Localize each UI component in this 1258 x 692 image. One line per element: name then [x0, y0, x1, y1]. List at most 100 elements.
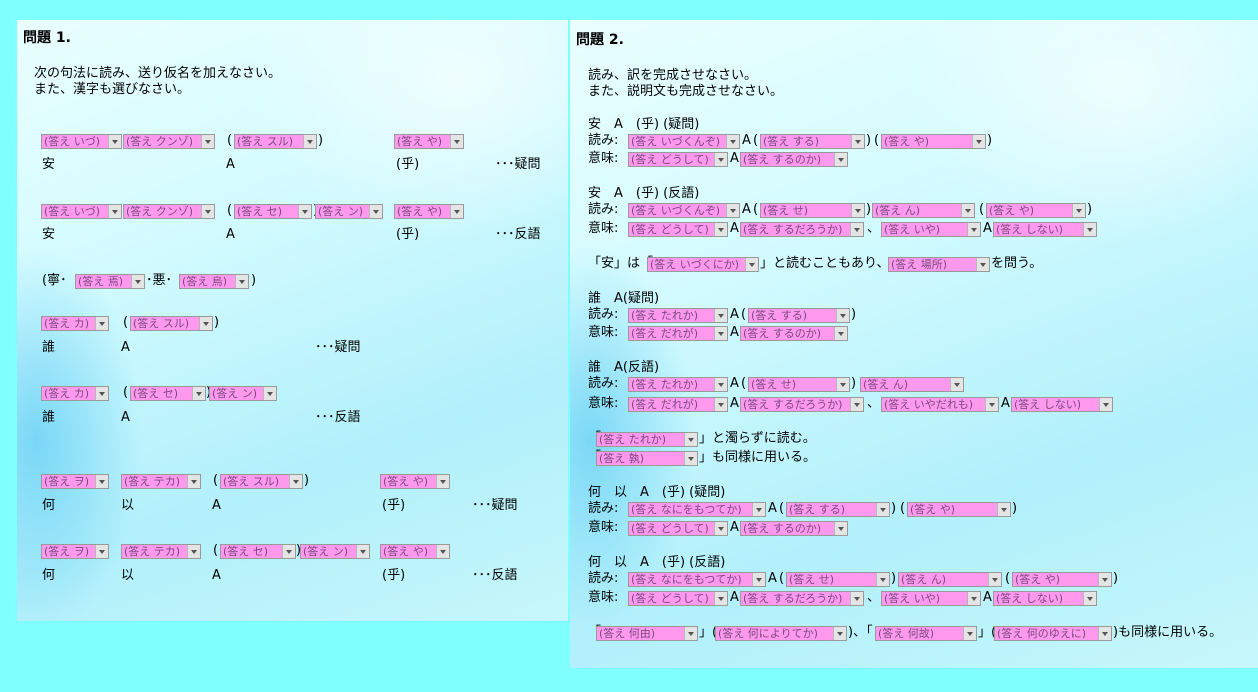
chevron-down-icon[interactable]: [876, 573, 889, 586]
answer-dropdown[interactable]: (答え や): [907, 502, 1011, 517]
chevron-down-icon[interactable]: [356, 545, 369, 558]
chevron-down-icon[interactable]: [985, 398, 998, 411]
answer-dropdown[interactable]: (答え ん): [898, 572, 1002, 587]
chevron-down-icon[interactable]: [201, 205, 214, 218]
reading-dropdown[interactable]: (答え カ): [41, 316, 109, 331]
reading-dropdown[interactable]: (答え ン): [209, 386, 277, 401]
chevron-down-icon[interactable]: [714, 309, 727, 322]
answer-dropdown[interactable]: (答え しない): [993, 222, 1097, 237]
answer-dropdown[interactable]: (答え 何由): [596, 626, 698, 641]
chevron-down-icon[interactable]: [1099, 398, 1112, 411]
answer-dropdown[interactable]: (答え どうして): [628, 152, 728, 167]
chevron-down-icon[interactable]: [850, 398, 863, 411]
chevron-down-icon[interactable]: [714, 153, 727, 166]
answer-dropdown[interactable]: (答え いづくんぞ): [628, 134, 740, 149]
reading-dropdown[interactable]: (答え いづ): [41, 134, 122, 149]
answer-dropdown[interactable]: (答え 孰): [596, 451, 698, 466]
chevron-down-icon[interactable]: [726, 204, 739, 217]
chevron-down-icon[interactable]: [997, 503, 1010, 516]
chevron-down-icon[interactable]: [833, 627, 846, 640]
answer-dropdown[interactable]: (答え 場所): [888, 257, 990, 272]
answer-dropdown[interactable]: (答え いやだれも): [881, 397, 999, 412]
reading-dropdown[interactable]: (答え スル): [220, 474, 303, 489]
chevron-down-icon[interactable]: [752, 573, 765, 586]
kanji-dropdown[interactable]: (答え 烏): [179, 274, 249, 289]
answer-dropdown[interactable]: (答え するだろうか): [740, 591, 864, 606]
chevron-down-icon[interactable]: [836, 309, 849, 322]
answer-dropdown[interactable]: (答え ん): [860, 377, 964, 392]
answer-dropdown[interactable]: (答え どうして): [628, 521, 728, 536]
reading-dropdown[interactable]: (答え テカ): [121, 474, 201, 489]
chevron-down-icon[interactable]: [1083, 223, 1096, 236]
reading-dropdown[interactable]: (答え テカ): [121, 544, 201, 559]
chevron-down-icon[interactable]: [851, 204, 864, 217]
answer-dropdown[interactable]: (答え や): [1012, 572, 1112, 587]
reading-dropdown[interactable]: (答え や): [394, 134, 464, 149]
chevron-down-icon[interactable]: [450, 135, 463, 148]
answer-dropdown[interactable]: (答え するだろうか): [740, 397, 864, 412]
answer-dropdown[interactable]: (答え せ): [760, 203, 865, 218]
chevron-down-icon[interactable]: [834, 153, 847, 166]
chevron-down-icon[interactable]: [684, 433, 697, 446]
answer-dropdown[interactable]: (答え たれか): [628, 308, 728, 323]
chevron-down-icon[interactable]: [836, 378, 849, 391]
chevron-down-icon[interactable]: [436, 475, 449, 488]
reading-dropdown[interactable]: (答え ヲ): [41, 474, 109, 489]
chevron-down-icon[interactable]: [850, 592, 863, 605]
chevron-down-icon[interactable]: [298, 205, 311, 218]
answer-dropdown[interactable]: (答え 何故): [875, 626, 977, 641]
reading-dropdown[interactable]: (答え クンゾ): [123, 134, 215, 149]
chevron-down-icon[interactable]: [834, 327, 847, 340]
chevron-down-icon[interactable]: [95, 475, 108, 488]
chevron-down-icon[interactable]: [303, 135, 316, 148]
chevron-down-icon[interactable]: [972, 135, 985, 148]
reading-dropdown[interactable]: (答え カ): [41, 386, 109, 401]
chevron-down-icon[interactable]: [289, 475, 302, 488]
answer-dropdown[interactable]: (答え だれが): [628, 326, 728, 341]
answer-dropdown[interactable]: (答え する): [760, 134, 865, 149]
reading-dropdown[interactable]: (答え や): [394, 204, 464, 219]
chevron-down-icon[interactable]: [199, 317, 212, 330]
chevron-down-icon[interactable]: [967, 592, 980, 605]
chevron-down-icon[interactable]: [976, 258, 989, 271]
answer-dropdown[interactable]: (答え しない): [993, 591, 1097, 606]
chevron-down-icon[interactable]: [714, 223, 727, 236]
chevron-down-icon[interactable]: [1098, 627, 1111, 640]
chevron-down-icon[interactable]: [714, 398, 727, 411]
reading-dropdown[interactable]: (答え セ): [130, 386, 206, 401]
answer-dropdown[interactable]: (答え する): [748, 308, 850, 323]
chevron-down-icon[interactable]: [714, 592, 727, 605]
answer-dropdown[interactable]: (答え どうして): [628, 591, 728, 606]
answer-dropdown[interactable]: (答え 何のゆえに): [994, 626, 1112, 641]
reading-dropdown[interactable]: (答え スル): [234, 134, 317, 149]
chevron-down-icon[interactable]: [752, 503, 765, 516]
answer-dropdown[interactable]: (答え せ): [786, 572, 890, 587]
reading-dropdown[interactable]: (答え スル): [130, 316, 213, 331]
answer-dropdown[interactable]: (答え なにをもつてか): [628, 572, 766, 587]
answer-dropdown[interactable]: (答え するのか): [740, 326, 848, 341]
answer-dropdown[interactable]: (答え せ): [748, 377, 850, 392]
reading-dropdown[interactable]: (答え や): [380, 544, 450, 559]
chevron-down-icon[interactable]: [450, 205, 463, 218]
chevron-down-icon[interactable]: [369, 205, 382, 218]
chevron-down-icon[interactable]: [95, 387, 108, 400]
chevron-down-icon[interactable]: [282, 545, 295, 558]
chevron-down-icon[interactable]: [851, 135, 864, 148]
answer-dropdown[interactable]: (答え するのか): [740, 521, 848, 536]
chevron-down-icon[interactable]: [95, 317, 108, 330]
chevron-down-icon[interactable]: [201, 135, 214, 148]
answer-dropdown[interactable]: (答え するのか): [740, 152, 848, 167]
reading-dropdown[interactable]: (答え ン): [315, 204, 383, 219]
answer-dropdown[interactable]: (答え する): [786, 502, 890, 517]
reading-dropdown[interactable]: (答え セ): [234, 204, 312, 219]
chevron-down-icon[interactable]: [988, 573, 1001, 586]
reading-dropdown[interactable]: (答え セ): [220, 544, 296, 559]
chevron-down-icon[interactable]: [714, 522, 727, 535]
answer-dropdown[interactable]: (答え するだろうか): [740, 222, 864, 237]
reading-dropdown[interactable]: (答え いづ): [41, 204, 122, 219]
chevron-down-icon[interactable]: [187, 475, 200, 488]
chevron-down-icon[interactable]: [967, 223, 980, 236]
chevron-down-icon[interactable]: [876, 503, 889, 516]
chevron-down-icon[interactable]: [745, 258, 758, 271]
reading-dropdown[interactable]: (答え ヲ): [41, 544, 109, 559]
